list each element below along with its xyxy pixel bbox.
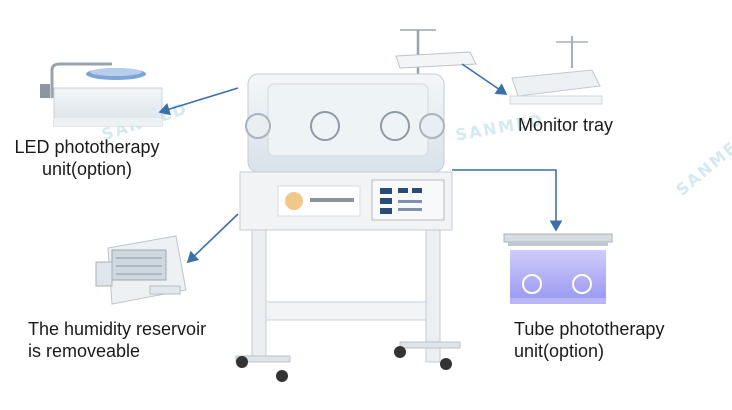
monitor-tray-image	[509, 36, 603, 105]
humidity-reservoir-label: The humidity reservoir is removeable	[28, 318, 206, 362]
tube-phototherapy-label: Tube phototherapy unit(option)	[514, 318, 664, 362]
caster-wheel-icon	[276, 370, 288, 382]
porthole-icon	[310, 111, 340, 141]
monitor-tray-label: Monitor tray	[518, 114, 613, 136]
led-label-line-1: LED phototherapy	[14, 137, 160, 157]
humidity-reservoir-image	[95, 235, 187, 305]
led-phototherapy-image	[40, 62, 163, 127]
monitor-tray-text: Monitor tray	[518, 115, 614, 135]
tube-phototherapy-image	[503, 233, 613, 304]
caster-wheel-icon	[236, 356, 248, 368]
led-label-line-2: unit(option)	[41, 159, 133, 179]
porthole-icon	[245, 113, 271, 139]
caster-wheel-icon	[394, 346, 406, 358]
caster-wheel-icon	[440, 358, 452, 370]
led-phototherapy-label: LED phototherapy unit(option)	[4, 136, 170, 180]
humidity-label-line-2: is removeable	[28, 341, 141, 361]
tube-label-line-1: Tube phototherapy	[514, 319, 665, 339]
humidity-label-line-1: The humidity reservoir	[28, 319, 207, 339]
porthole-icon	[419, 113, 445, 139]
callout-arrows	[158, 63, 563, 264]
arrow-icon	[461, 63, 508, 95]
tube-label-line-2: unit(option)	[514, 341, 605, 361]
arrow-icon	[186, 213, 239, 264]
arrow-icon	[158, 87, 239, 116]
incubator-illustration	[235, 29, 477, 382]
arrow-icon	[452, 169, 563, 232]
porthole-icon	[380, 111, 410, 141]
